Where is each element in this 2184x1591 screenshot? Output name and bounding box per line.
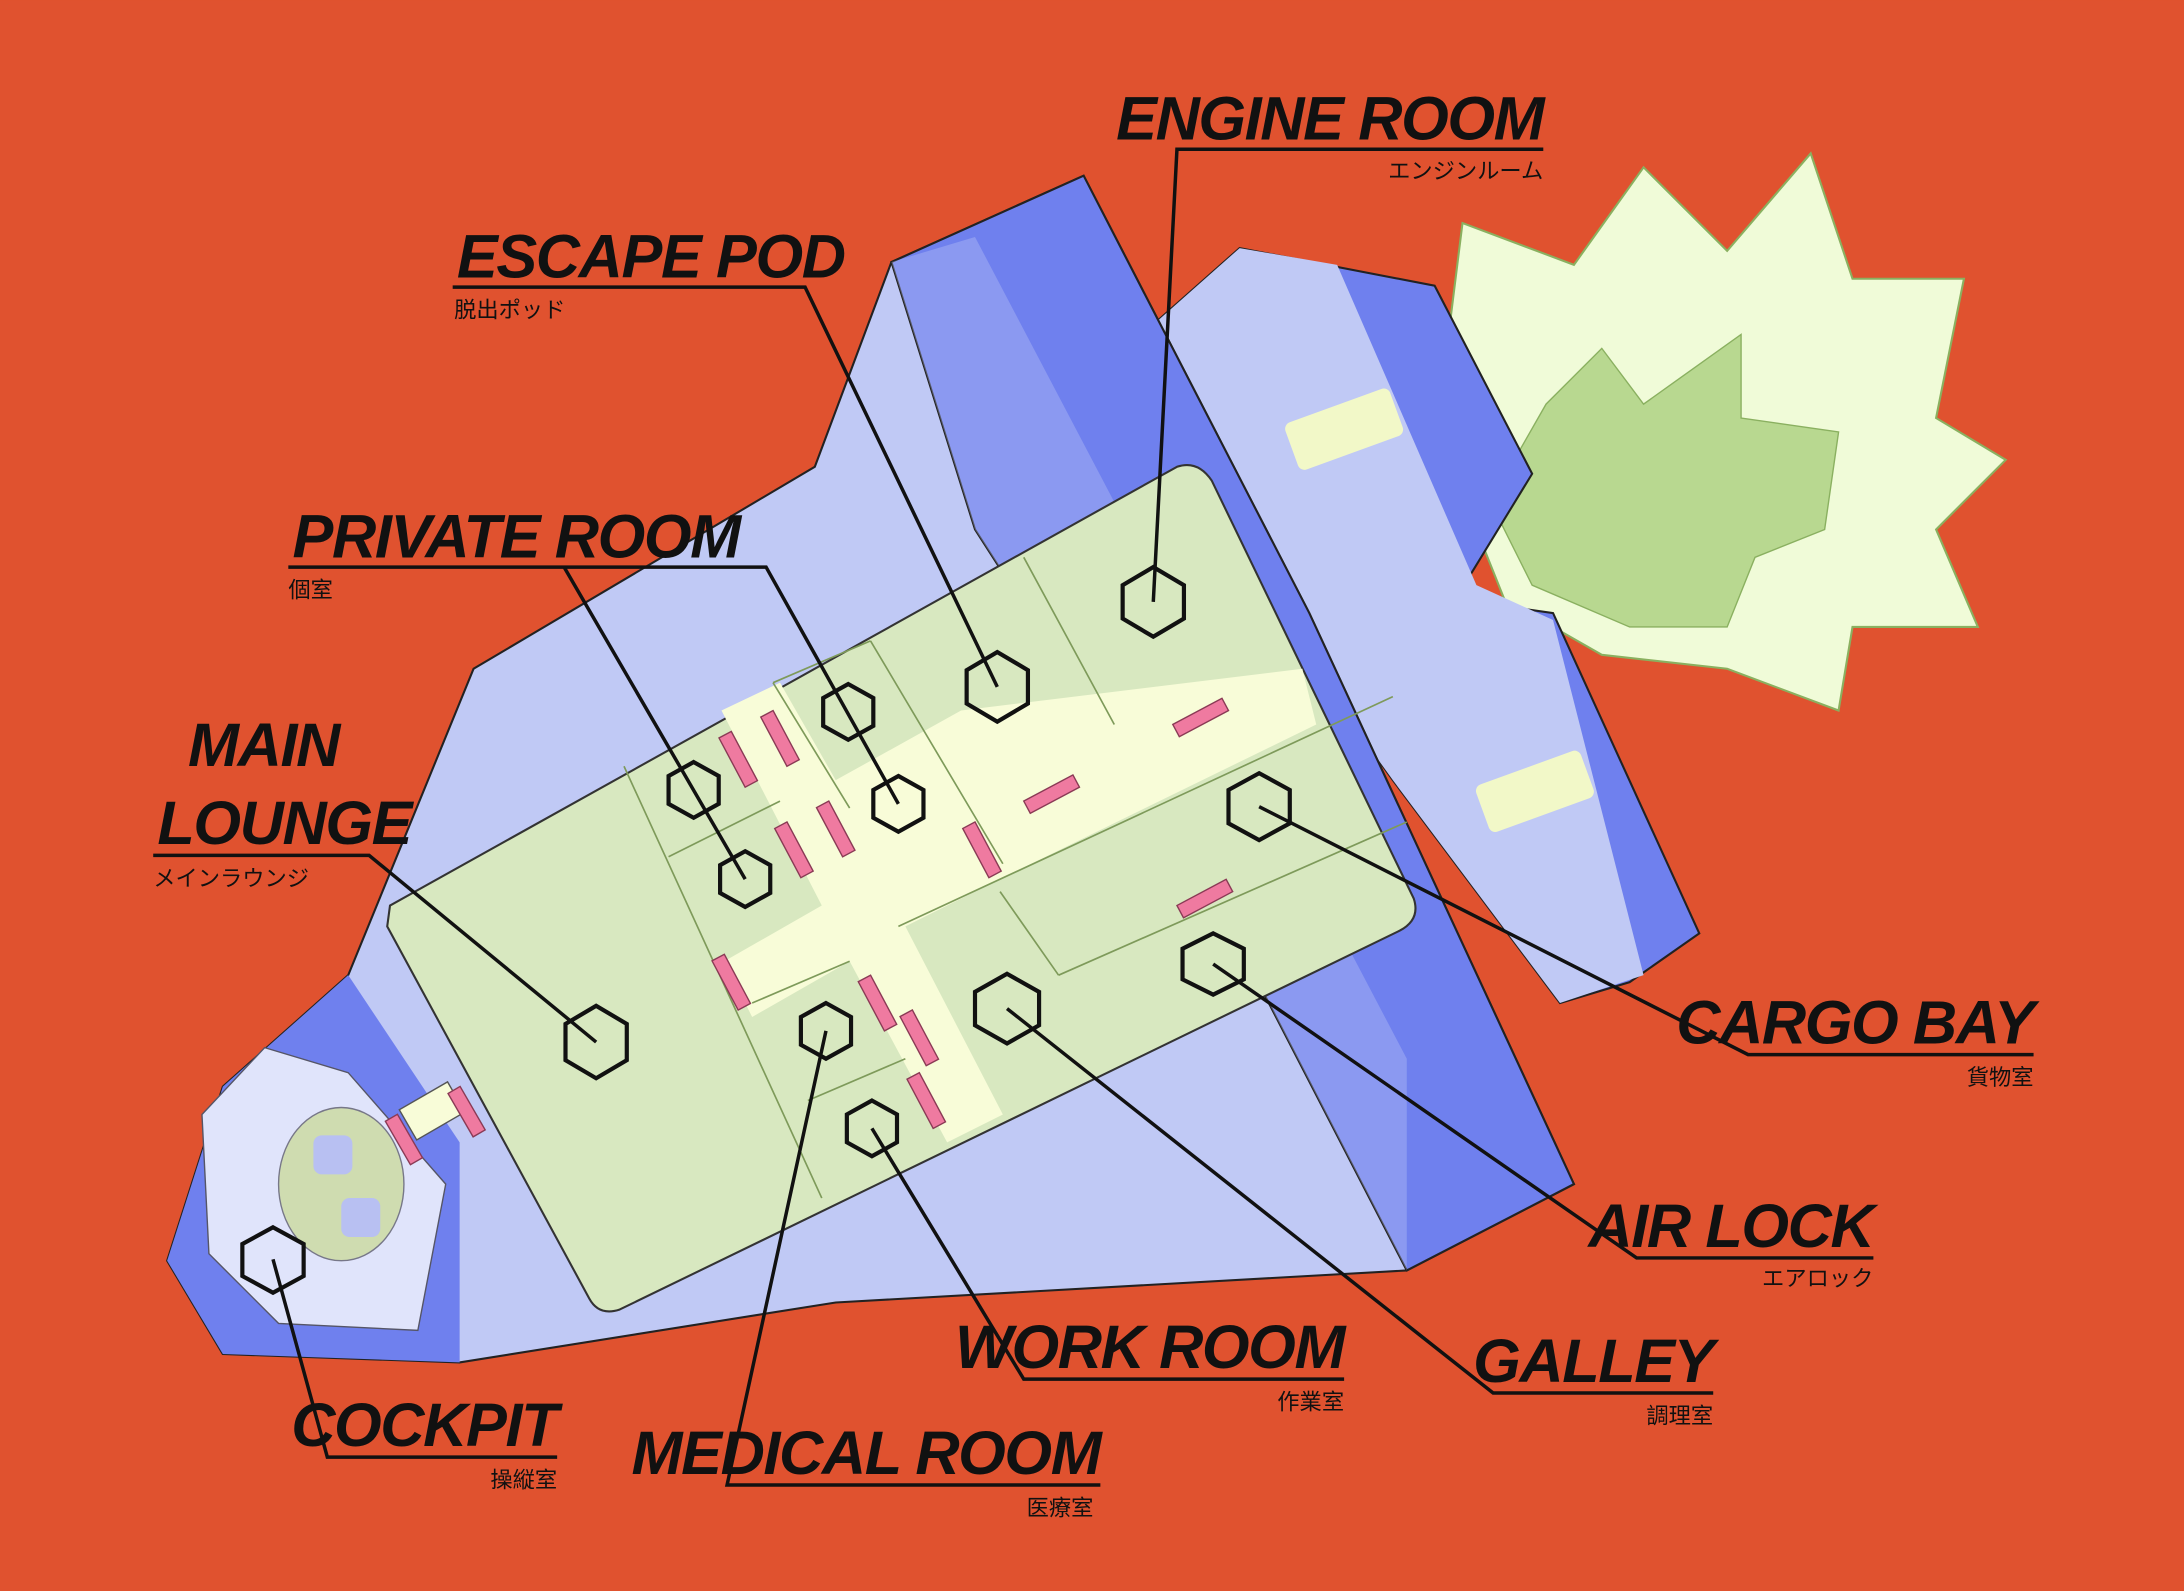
air-lock-marker bbox=[1180, 931, 1246, 998]
engine-pod bbox=[1140, 246, 1701, 1005]
engine-flame bbox=[1447, 151, 2008, 712]
label-engine-room: ENGINE ROOM エンジンルーム bbox=[1116, 84, 1548, 184]
label-private-room: PRIVATE ROOM 個室 bbox=[288, 502, 744, 604]
private-room-marker bbox=[821, 681, 876, 743]
label-title: WORK ROOM bbox=[955, 1313, 1347, 1381]
cargo-bay-marker bbox=[1226, 770, 1292, 843]
work-room-marker bbox=[844, 1098, 900, 1159]
label-japanese: 個室 bbox=[288, 578, 333, 604]
label-medical-room: MEDICAL ROOM 医療室 bbox=[631, 1419, 1105, 1522]
label-title: MAIN bbox=[188, 711, 342, 779]
private-room-marker bbox=[871, 773, 926, 835]
label-title: ENGINE ROOM bbox=[1116, 84, 1547, 152]
label-japanese: 操縦室 bbox=[490, 1468, 557, 1494]
label-japanese: 貨物室 bbox=[1967, 1065, 2034, 1091]
label-work-room: WORK ROOM 作業室 bbox=[955, 1313, 1349, 1416]
label-japanese: 脱出ポッド bbox=[454, 298, 565, 324]
main-lounge-marker bbox=[563, 1003, 629, 1081]
cockpit-marker bbox=[240, 1224, 306, 1296]
interior bbox=[386, 464, 1417, 1313]
label-japanese: エンジンルーム bbox=[1388, 158, 1543, 184]
label-cockpit: COCKPIT 操縦室 bbox=[291, 1391, 564, 1494]
label-title: CARGO BAY bbox=[1676, 988, 2040, 1056]
label-title: GALLEY bbox=[1473, 1327, 1720, 1395]
leader-lines bbox=[153, 147, 2034, 1487]
label-title: COCKPIT bbox=[291, 1391, 563, 1459]
label-air-lock: AIR LOCK エアロック bbox=[1586, 1192, 1879, 1292]
label-title: MEDICAL ROOM bbox=[631, 1419, 1103, 1487]
engine-room-marker bbox=[1120, 564, 1187, 640]
room-markers bbox=[240, 564, 1292, 1296]
label-main-lounge: MAIN LOUNGE メインラウンジ bbox=[153, 711, 416, 892]
label-escape-pod: ESCAPE POD 脱出ポッド bbox=[454, 222, 846, 324]
label-title: ESCAPE POD bbox=[457, 222, 845, 290]
label-japanese: 作業室 bbox=[1277, 1390, 1344, 1416]
galley-marker bbox=[972, 971, 1042, 1046]
medical-room-marker bbox=[798, 1000, 854, 1062]
label-cargo-bay: CARGO BAY 貨物室 bbox=[1676, 988, 2041, 1091]
escape-pod-marker bbox=[964, 649, 1031, 725]
label-japanese: メインラウンジ bbox=[153, 866, 309, 892]
private-room-marker bbox=[666, 759, 721, 821]
label-title: AIR LOCK bbox=[1586, 1192, 1878, 1260]
label-japanese: 調理室 bbox=[1646, 1404, 1713, 1430]
private-room-marker bbox=[718, 848, 773, 910]
label-japanese: 医療室 bbox=[1027, 1496, 1094, 1522]
label-japanese: エアロック bbox=[1762, 1266, 1873, 1292]
label-galley: GALLEY 調理室 bbox=[1473, 1327, 1721, 1430]
label-title: PRIVATE ROOM bbox=[292, 502, 743, 570]
label-title: LOUNGE bbox=[157, 789, 414, 857]
